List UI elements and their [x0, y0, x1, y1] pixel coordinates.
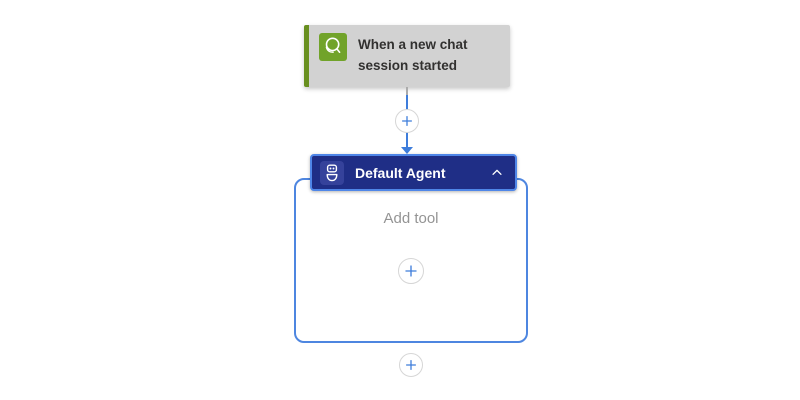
connector-arrowhead-icon: [401, 147, 413, 154]
agent-header-default-agent[interactable]: Default Agent: [310, 154, 517, 191]
add-tool-label: Add tool: [383, 210, 439, 227]
plus-icon: [404, 358, 418, 372]
chevron-up-icon[interactable]: [489, 165, 505, 181]
add-tool-button[interactable]: [398, 258, 424, 284]
bot-icon: [320, 160, 344, 185]
trigger-title: When a new chat session started: [358, 37, 468, 73]
insert-step-below-button[interactable]: [399, 353, 423, 377]
chat-bubble-icon: [319, 33, 347, 61]
agent-label: Default Agent: [355, 164, 446, 181]
plus-icon: [403, 263, 419, 279]
plus-icon: [400, 114, 414, 128]
connector-stub: [406, 87, 408, 95]
insert-action-button[interactable]: [395, 109, 419, 133]
trigger-card-when-a-new-chat-session-started[interactable]: When a new chat session started: [304, 25, 510, 87]
